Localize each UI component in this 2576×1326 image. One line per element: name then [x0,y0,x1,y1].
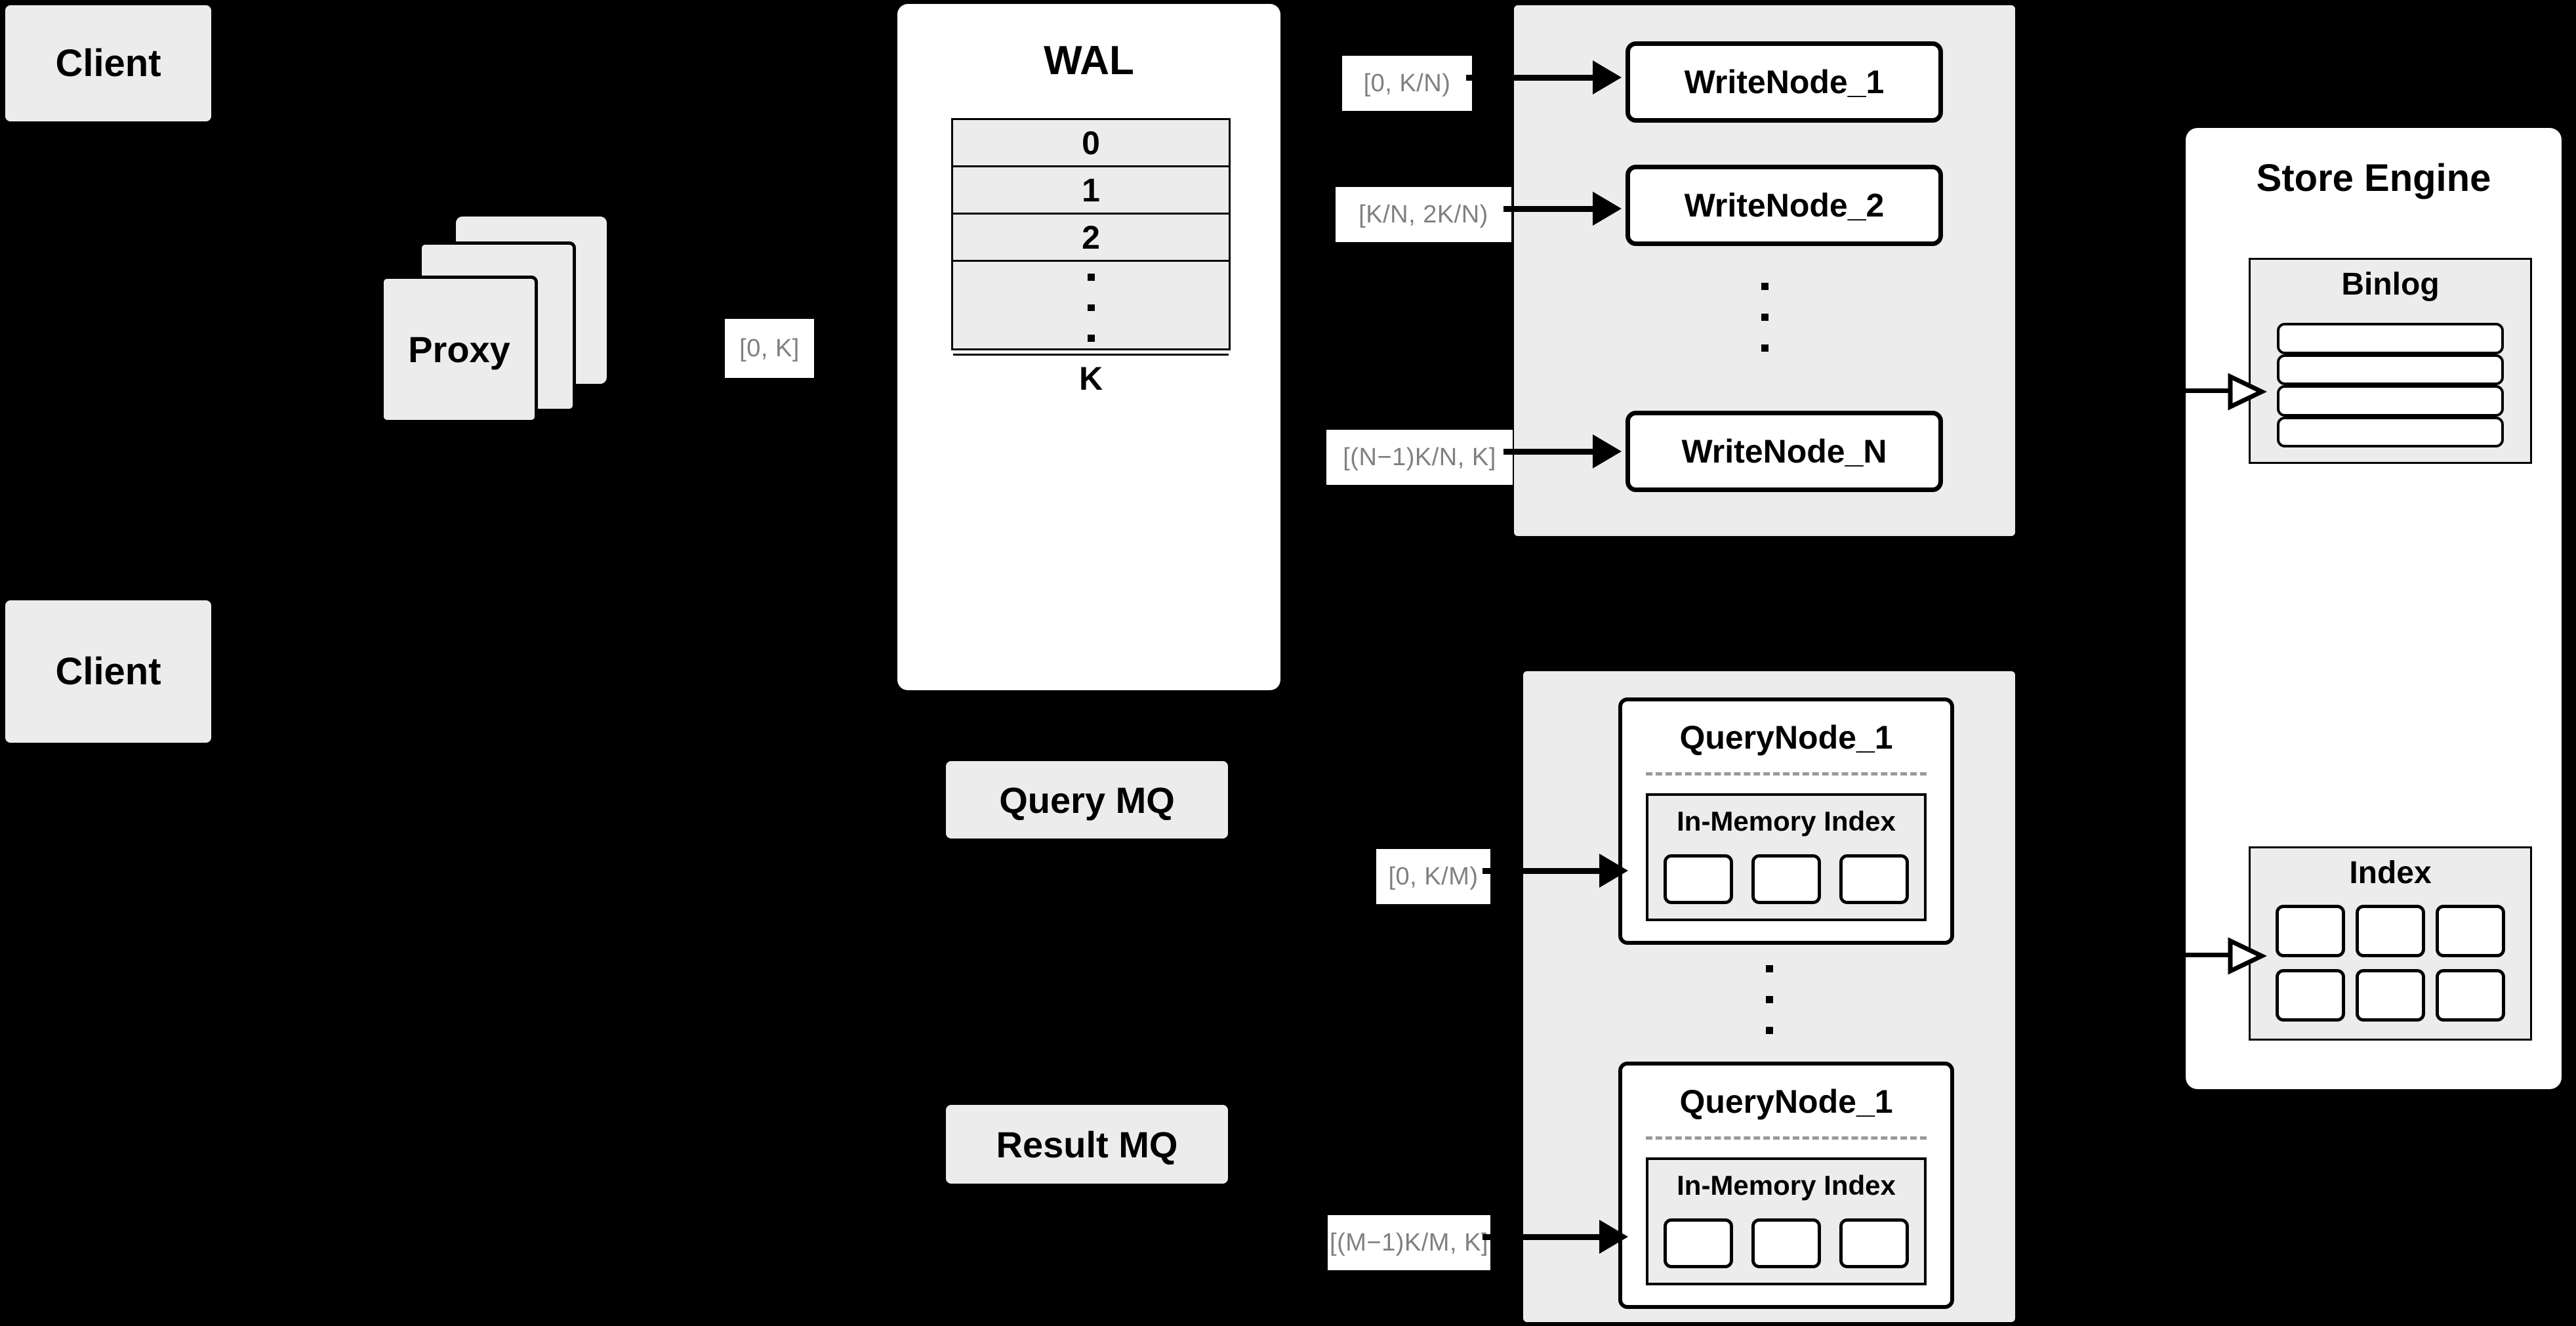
range-text: [0, K] [739,334,800,362]
index-chip[interactable] [1751,1218,1821,1268]
query-node-m-range-label: [(M−1)K/M, K] [1328,1215,1490,1270]
write-node-cluster: WriteNode_1 WriteNode_2 WriteNode_N [1514,5,2015,536]
query-node-1-range-label: [0, K/M) [1376,849,1490,904]
write-node-label: WriteNode_2 [1684,187,1885,224]
binlog-row-list [2277,323,2504,447]
wal-row[interactable]: 1 [953,167,1229,215]
arrow-to-write-node-2 [1503,206,1594,212]
wal-row[interactable]: 2 [953,215,1229,262]
index-cell[interactable] [2356,969,2425,1022]
index-cell[interactable] [2436,905,2505,957]
client-label: Client [55,42,161,85]
arrow-to-query-node-1 [1482,868,1601,874]
arrow-to-write-node-n [1503,449,1594,455]
write-node-2-range-label: [K/N, 2K/N) [1336,187,1511,242]
arrow-head-write-node-n [1593,434,1622,468]
range-text: [0, K/M) [1388,862,1479,890]
client-box-1[interactable]: Client [5,5,211,121]
store-engine-title: Store Engine [2256,157,2491,199]
proxy-output-range-label: [0, K] [725,319,814,378]
arrow-to-query-node-m [1482,1234,1601,1240]
arrow-to-write-node-1 [1466,75,1594,81]
wal-row-ellipsis [953,262,1229,356]
index-chip-row [1648,1218,1924,1268]
binlog-row[interactable] [2277,385,2504,417]
result-mq-box[interactable]: Result MQ [946,1105,1228,1184]
binlog-row[interactable] [2277,354,2504,385]
query-node-title: QueryNode_1 [1679,719,1893,756]
query-node-divider [1646,1136,1927,1140]
arrow-head-write-node-2 [1593,192,1622,226]
in-memory-index-panel: In-Memory Index [1646,793,1927,921]
client-box-2[interactable]: Client [5,600,211,743]
range-text: [(M−1)K/M, K] [1330,1228,1488,1256]
arrow-head-write-node-1 [1593,60,1622,94]
proxy-to-wal-connector [624,339,663,344]
in-memory-index-panel: In-Memory Index [1646,1157,1927,1285]
wal-row[interactable]: 0 [953,120,1229,167]
index-cell[interactable] [2276,969,2345,1022]
index-cell-grid [2276,905,2505,1022]
wal-title: WAL [1044,38,1134,83]
index-chip[interactable] [1751,854,1821,904]
query-node-m[interactable]: QueryNode_1 In-Memory Index [1618,1062,1954,1309]
in-memory-index-title: In-Memory Index [1677,1170,1896,1201]
in-memory-index-title: In-Memory Index [1677,806,1896,837]
arrow-head-query-node-1 [1599,854,1628,888]
arrow-to-binlog [2186,388,2233,393]
binlog-row[interactable] [2277,323,2504,354]
write-node-2[interactable]: WriteNode_2 [1625,165,1943,246]
query-mq-box[interactable]: Query MQ [946,761,1228,839]
wal-panel: WAL 0 1 2 K [897,4,1280,690]
wal-cell: 1 [1082,171,1100,209]
result-mq-label: Result MQ [996,1123,1178,1165]
write-node-1-range-label: [0, K/N) [1342,56,1472,111]
proxy-card-front[interactable]: Proxy [380,276,538,423]
index-cell[interactable] [2436,969,2505,1022]
index-panel: Index [2249,846,2532,1041]
write-node-label: WriteNode_1 [1684,64,1885,100]
proxy-label: Proxy [408,329,510,370]
query-node-title: QueryNode_1 [1679,1083,1893,1120]
index-chip-row [1648,854,1924,904]
query-node-cluster: QueryNode_1 In-Memory Index QueryNode_1 … [1523,671,2015,1322]
write-node-n[interactable]: WriteNode_N [1625,411,1943,492]
wal-cell: K [1078,360,1103,397]
index-chip[interactable] [1664,854,1733,904]
index-chip[interactable] [1839,854,1909,904]
store-engine-panel: Store Engine Binlog Index [2186,128,2562,1089]
write-node-label: WriteNode_N [1681,433,1887,470]
index-cell[interactable] [2276,905,2345,957]
query-node-ellipsis [1523,950,2015,1048]
query-mq-label: Query MQ [999,779,1175,821]
index-chip[interactable] [1839,1218,1909,1268]
range-text: [(N−1)K/N, K] [1343,443,1496,471]
index-chip[interactable] [1664,1218,1733,1268]
query-node-divider [1646,772,1927,776]
proxy-stack[interactable]: Proxy [380,217,656,436]
binlog-panel: Binlog [2249,258,2532,464]
wal-table: 0 1 2 K [951,118,1231,397]
wal-cell: 0 [1082,124,1100,161]
binlog-title: Binlog [2341,267,2440,302]
arrow-head-index-icon [2228,937,2267,975]
arrow-head-binlog-icon [2228,373,2267,411]
write-node-n-range-label: [(N−1)K/N, K] [1326,430,1513,485]
range-text: [0, K/N) [1363,69,1451,97]
write-node-ellipsis [1514,268,2015,366]
index-title: Index [2349,856,2432,890]
query-node-1[interactable]: QueryNode_1 In-Memory Index [1618,697,1954,945]
client-label: Client [55,650,161,693]
index-cell[interactable] [2356,905,2425,957]
write-node-1[interactable]: WriteNode_1 [1625,41,1943,123]
wal-cell: 2 [1082,218,1100,256]
range-text: [K/N, 2K/N) [1359,200,1488,228]
wal-row[interactable]: K [953,356,1229,401]
arrow-to-index [2186,953,2233,957]
binlog-row[interactable] [2277,416,2504,447]
arrow-head-query-node-m [1599,1220,1628,1254]
